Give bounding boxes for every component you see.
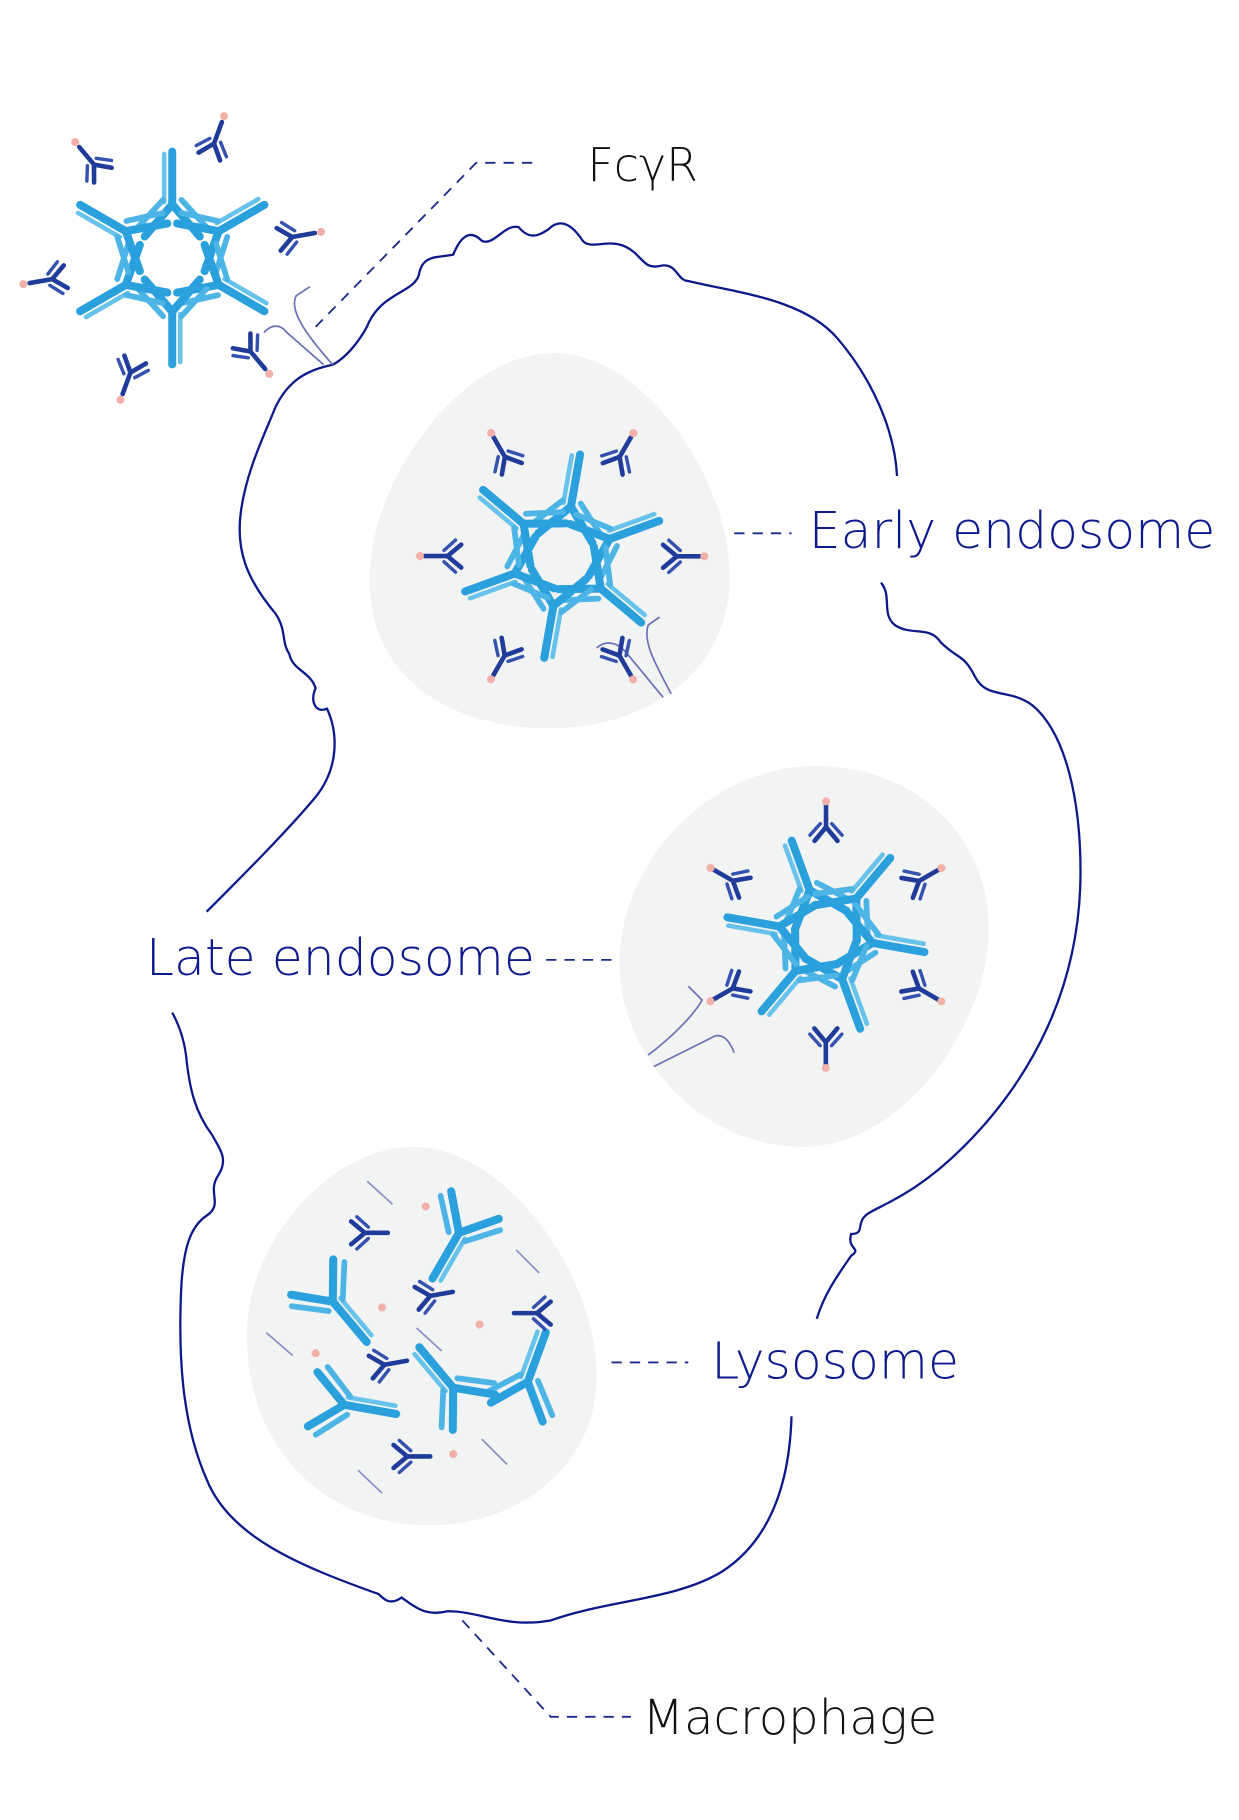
peptide-fragment [366, 1180, 394, 1205]
antigen-dot [265, 369, 274, 378]
late-endosome-label: Late endosome [146, 928, 535, 987]
peptide-fragment [515, 1249, 540, 1274]
antigen-dot [821, 1063, 830, 1072]
antigen-dot [706, 863, 715, 872]
fcgr-receptor-late [647, 985, 735, 1068]
antigen-dot [475, 1320, 484, 1329]
antigen-dot [311, 1349, 320, 1358]
peptide-fragment [357, 1469, 383, 1494]
antigen-dot [116, 395, 125, 404]
antibody-icon [63, 175, 171, 277]
lysosome-label: Lysosome [711, 1331, 959, 1390]
antigen-dot [706, 997, 715, 1006]
antigen-dot [937, 864, 946, 873]
macrophage-membrane [171, 222, 1082, 1624]
peptide-fragment [481, 1438, 508, 1466]
antigen-bound-antibody-icon [27, 261, 69, 299]
macrophage-leader-line [461, 1619, 631, 1718]
antigen-dot [449, 1450, 458, 1459]
antigen-dot [317, 227, 326, 236]
macrophage-label: Macrophage [642, 1690, 937, 1746]
antibody-clusters [19, 112, 947, 1494]
antigen-bound-antibody-icon [276, 217, 318, 255]
lysosome-vesicle [246, 1146, 597, 1526]
fcgr-leader-line [314, 161, 540, 328]
early-endosome-vesicle [369, 353, 730, 729]
antigen-dot [486, 675, 495, 684]
antigen-dot [220, 112, 229, 121]
fcgr-receptor-outside [263, 285, 334, 366]
peptide-fragment [415, 1327, 443, 1352]
antibody-icon [63, 239, 171, 341]
antigen-dot [378, 1303, 387, 1312]
antigen-dot [71, 138, 80, 147]
antibody-icon [174, 175, 282, 277]
antigen-dot [19, 280, 28, 289]
antigen-bound-antibody-icon [194, 117, 237, 162]
antigen-dot [487, 428, 496, 438]
peptide-fragment [265, 1331, 294, 1357]
antigen-bound-antibody-icon [108, 354, 151, 399]
antigen-dot [937, 997, 946, 1006]
antigen-dot [822, 797, 831, 806]
antigen-dot [700, 552, 709, 561]
antigen-dot [421, 1202, 430, 1211]
antigen-dot [629, 675, 638, 684]
fcgr-receptor-early [595, 616, 672, 698]
early-endosome-label: Early endosome [809, 501, 1216, 560]
fcgr-label: FcγR [587, 138, 698, 192]
antigen-dot [415, 552, 424, 561]
antigen-dot [629, 429, 638, 438]
